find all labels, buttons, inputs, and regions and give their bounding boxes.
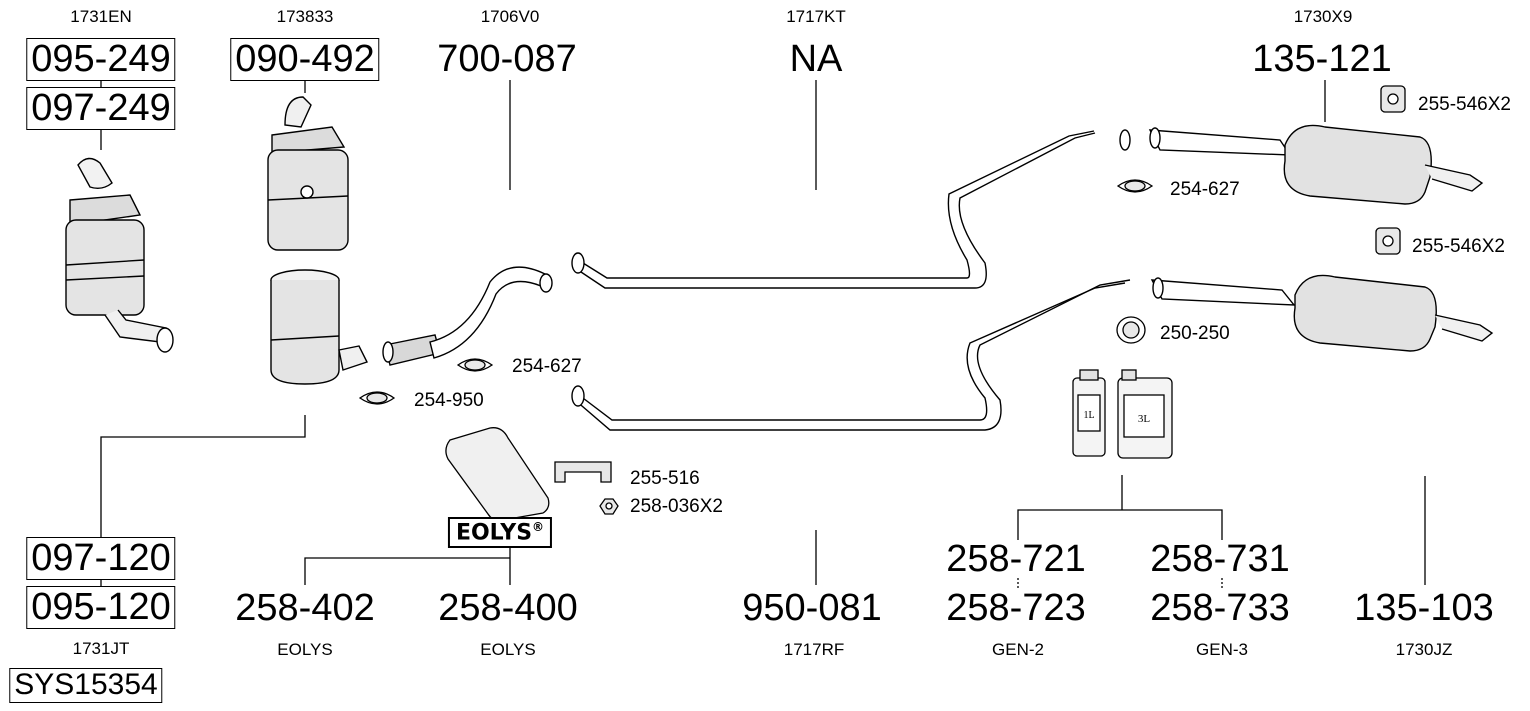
rear-silencer-lower-icon (1150, 274, 1494, 352)
bottom-code-1717rf: 1717RF (783, 640, 845, 659)
catalytic-converter-top-icon (267, 96, 349, 251)
part-number-258-733[interactable]: 258-733 (1150, 587, 1290, 629)
fitting-label-258-036x2[interactable]: 258-036X2 (630, 496, 723, 517)
top-code-173833: 173833 (276, 7, 334, 26)
fitting-label-250-250[interactable]: 250-250 (1160, 323, 1230, 344)
part-number-135-121[interactable]: 135-121 (1252, 38, 1392, 80)
part-number-135-103[interactable]: 135-103 (1354, 587, 1494, 629)
front-pipe-icon (382, 266, 553, 366)
container-1l-label: 1L (1083, 410, 1094, 421)
particulate-filter-icon (270, 269, 368, 385)
middle-pipe-lower-icon (571, 279, 1131, 431)
rubber-mount-icon (1375, 227, 1401, 255)
additive-bag-icon (445, 427, 550, 522)
fitting-label-254-627[interactable]: 254-627 (1170, 179, 1240, 200)
part-number-258-400[interactable]: 258-400 (438, 587, 578, 629)
top-code-1731en: 1731EN (70, 7, 132, 26)
bottom-code-gen-3: GEN-3 (1196, 640, 1248, 659)
fitting-label-254-627-front[interactable]: 254-627 (512, 356, 582, 377)
container-3l-icon (1117, 369, 1173, 459)
clamp-icon (1116, 179, 1154, 193)
bottom-code-1731jt: 1731JT (72, 639, 130, 658)
part-number-258-731[interactable]: 258-731 (1150, 538, 1290, 580)
rubber-mount-icon (1380, 85, 1406, 113)
part-number-097-249[interactable]: 097-249 (26, 87, 176, 130)
part-number-095-249[interactable]: 095-249 (26, 38, 176, 81)
container-3l-label: 3L (1138, 413, 1151, 425)
system-id: SYS15354 (9, 668, 163, 703)
bottom-code-gen-2: GEN-2 (992, 640, 1044, 659)
bottom-code-1730jz: 1730JZ (1395, 640, 1453, 659)
top-code-1706v0: 1706V0 (480, 7, 540, 26)
part-number-097-120[interactable]: 097-120 (26, 537, 176, 580)
bottom-code-eolys-1: EOLYS (277, 640, 333, 659)
part-number-258-723[interactable]: 258-723 (946, 587, 1086, 629)
bracket-icon (554, 461, 612, 483)
nut-icon (599, 498, 619, 515)
part-number-258-402[interactable]: 258-402 (235, 587, 375, 629)
top-code-1730x9: 1730X9 (1293, 7, 1353, 26)
container-1l-icon (1072, 369, 1106, 457)
part-number-095-120[interactable]: 095-120 (26, 586, 176, 629)
top-code-1717kt: 1717KT (786, 7, 846, 26)
clamp-icon (456, 358, 494, 372)
fitting-label-255-546x2[interactable]: 255-546X2 (1418, 94, 1511, 115)
part-number-258-721[interactable]: 258-721 (946, 538, 1086, 580)
fitting-label-254-950[interactable]: 254-950 (414, 390, 484, 411)
part-number-950-081[interactable]: 950-081 (742, 587, 882, 629)
clamp-icon (1116, 316, 1146, 344)
rear-silencer-upper-icon (1148, 124, 1484, 205)
part-number-na[interactable]: NA (789, 38, 843, 80)
part-number-700-087[interactable]: 700-087 (437, 38, 577, 80)
middle-pipe-upper-icon (571, 129, 1131, 289)
part-number-090-492[interactable]: 090-492 (230, 38, 380, 81)
clamp-icon (358, 391, 396, 405)
bottom-code-eolys-2: EOLYS (480, 640, 536, 659)
fitting-label-255-516[interactable]: 255-516 (630, 468, 700, 489)
eolys-logo: EOLYS® (447, 517, 553, 549)
catalytic-converter-left-icon (65, 157, 174, 353)
fitting-label-255-546x2-lower[interactable]: 255-546X2 (1412, 236, 1505, 257)
